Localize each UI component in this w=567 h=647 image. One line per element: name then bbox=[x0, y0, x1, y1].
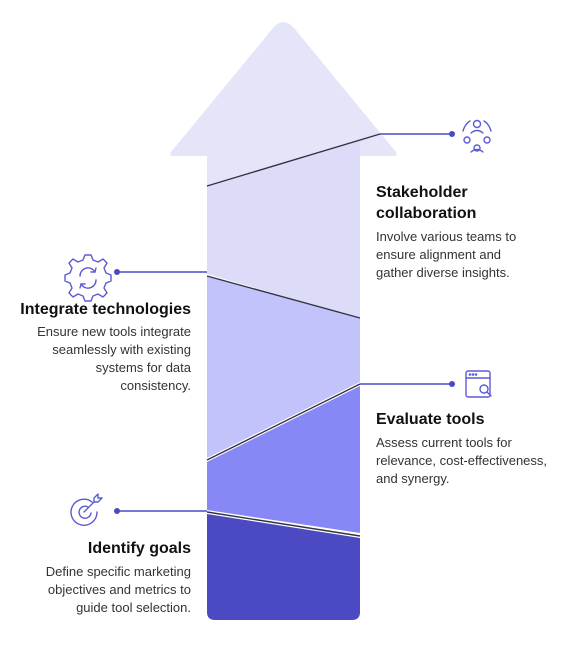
step-desc-goals: Define specific marketing objectives and… bbox=[45, 564, 191, 615]
people-network-icon bbox=[462, 119, 492, 153]
band-stakeholder bbox=[207, 134, 378, 318]
step-desc-evaluate: Assess current tools for relevance, cost… bbox=[376, 435, 548, 486]
band-evaluate bbox=[207, 386, 360, 533]
band-integrate bbox=[207, 276, 360, 458]
gear-sync-icon bbox=[64, 254, 112, 302]
step-desc-integrate: Ensure new tools integrate seamlessly wi… bbox=[37, 324, 191, 393]
connector-goals bbox=[114, 508, 207, 514]
connector-integrate bbox=[114, 269, 207, 275]
step-title-goals: Identify goals bbox=[87, 540, 191, 557]
separator-line bbox=[206, 383, 361, 461]
step-title-integrate: Integrate technologies bbox=[20, 301, 191, 318]
step-title-evaluate: Evaluate tools bbox=[376, 411, 485, 428]
target-arrow-icon bbox=[70, 493, 103, 526]
separator-line bbox=[206, 275, 361, 319]
browser-search-icon bbox=[465, 370, 492, 398]
connector-stakeholder bbox=[380, 131, 455, 137]
step-desc-stakeholder: Involve various teams to ensure alignmen… bbox=[376, 229, 517, 280]
connector-evaluate bbox=[360, 381, 455, 387]
separator-line bbox=[206, 511, 361, 537]
step-title-stakeholder: Stakeholder collaboration bbox=[376, 184, 477, 222]
band-goals bbox=[207, 514, 360, 620]
separator-line bbox=[206, 133, 381, 187]
